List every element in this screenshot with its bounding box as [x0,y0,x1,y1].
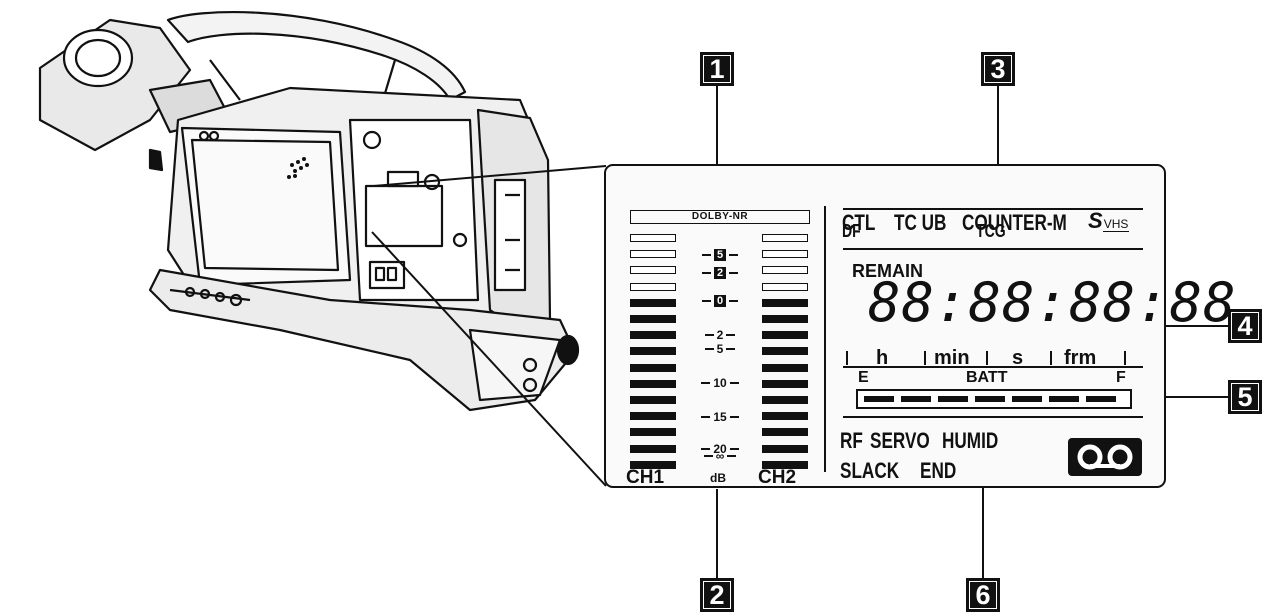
unit-tick [986,351,988,365]
ch2-level-bar [762,315,808,323]
svhs-s: S [1088,208,1103,233]
callout-2: 2 [700,578,734,612]
battery-segment [975,396,1005,402]
ch1-level-bar [630,363,676,372]
ch1-level-bar [630,234,676,242]
cassette-icon [1068,438,1142,476]
unit-tick [1124,351,1126,365]
ch1-level-bar [630,396,676,404]
ch1-level-bar [630,315,676,323]
battery-gauge [856,389,1132,409]
ch2-level-bar [762,428,808,437]
camcorder-illustration [38,10,580,412]
ch2-level-bar [762,298,808,307]
callout-4: 4 [1228,309,1262,343]
battery-segment [1049,396,1079,402]
ch2-level-bar [762,444,808,453]
df-indicator: DF [842,221,861,241]
lcd-display-panel: DOLBY-NR 5 2 0 2 5 10 15 20 [604,164,1236,488]
ch1-level-bar [630,428,676,437]
ch1-level-bar [630,412,676,421]
ch1-level-bar [630,347,676,356]
divider-line [843,416,1143,418]
tcub-indicator: TC UB [894,210,947,235]
callout-5: 5 [1228,380,1262,414]
counter-m-indicator: COUNTER-M [962,210,1067,235]
scale-mark: 10 [693,376,747,389]
callout-6: 6 [966,578,1000,612]
battery-full-label: F [1116,369,1126,386]
unit-tick [1050,351,1052,365]
scale-mark: 5 [693,342,747,355]
scale-mark: 15 [693,410,747,423]
scale-mark: 2 [693,266,747,279]
scale-mark-infinity-row: ∞ [693,449,747,462]
unit-minutes: min [934,347,970,369]
ch2-level-bar [762,347,808,356]
divider-line [843,248,1143,250]
timecode-display: 88:88:88:88 [868,271,1237,334]
ch1-level-bar [630,444,676,453]
ch1-level-bar [630,266,676,275]
svhs-logo: SVHS [1088,208,1130,233]
slack-warning: SLACK [840,458,900,483]
ch2-level-bar [762,379,808,388]
callout-3: 3 [981,52,1015,86]
rf-warning: RF [840,428,863,453]
ch1-level-bar [630,250,676,259]
ch2-level-bar [762,331,808,340]
unit-frames: frm [1064,347,1097,369]
divider-line [843,208,1143,210]
humid-warning: HUMID [942,428,999,453]
ch2-level-bar [762,460,808,469]
scale-mark: 0 [693,294,747,307]
ch1-level-bar [630,460,676,469]
ch2-level-bar [762,234,808,242]
ch2-level-bar [762,250,808,259]
remain-indicator: REMAIN [852,261,923,281]
battery-segment [1012,396,1042,402]
ch2-level-bar [762,266,808,275]
ch2-level-bar [762,396,808,404]
channel-1-label: CH1 [626,467,665,488]
servo-warning: SERVO [870,428,930,453]
ch1-level-bar [630,298,676,307]
db-unit-label: dB [710,471,726,485]
battery-segment [901,396,931,402]
ch1-level-bar [630,282,676,291]
unit-hours: h [876,347,889,369]
scale-mark: 20 [693,442,747,455]
panel-divider [824,206,826,472]
unit-seconds: s [1012,347,1024,369]
battery-empty-label: E [858,369,869,386]
battery-segment [864,396,894,402]
ch1-level-bar [630,331,676,340]
ctl-indicator: CTL [842,210,876,235]
divider-line [843,366,1143,368]
end-warning: END [920,458,957,483]
battery-label: BATT [966,369,1008,386]
channel-2-label: CH2 [758,467,797,488]
ch2-level-bar [762,363,808,372]
svhs-vhs: VHS [1102,217,1130,232]
unit-tick [924,351,926,365]
ch2-level-bar [762,412,808,421]
unit-tick [846,351,848,365]
tcg-indicator: TCG [976,221,1006,241]
ch1-level-bar [630,379,676,388]
battery-segment [938,396,968,402]
battery-segment [1086,396,1116,402]
dolby-nr-indicator: DOLBY-NR [630,210,810,224]
scale-mark: 5 [693,248,747,261]
scale-mark: 2 [693,328,747,341]
ch2-level-bar [762,282,808,291]
callout-1: 1 [700,52,734,86]
